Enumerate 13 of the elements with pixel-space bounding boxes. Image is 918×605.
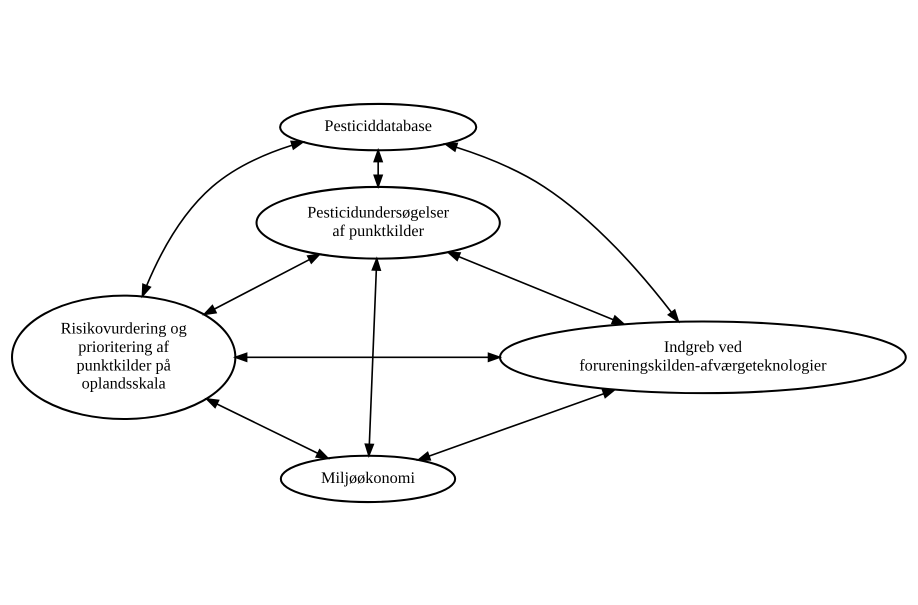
arrow [446,250,626,324]
arrow [232,352,502,362]
arrow [442,142,680,323]
arrow [202,252,322,315]
arrow [204,397,330,459]
node-ellipse: Miljøøkonomi [280,454,456,503]
node-ellipse: Risikovurdering og prioritering af punktkilder på oplandsskala [11,294,236,420]
node-ellipse: Indgreb ved forureningskilden-afværgeteknologier [499,320,907,394]
node-ellipse: Pesticidundersøgelser af punktkilder [256,185,501,260]
arrow [373,147,384,189]
arrow [416,388,617,460]
arrow [364,256,382,458]
arrow [142,140,306,298]
